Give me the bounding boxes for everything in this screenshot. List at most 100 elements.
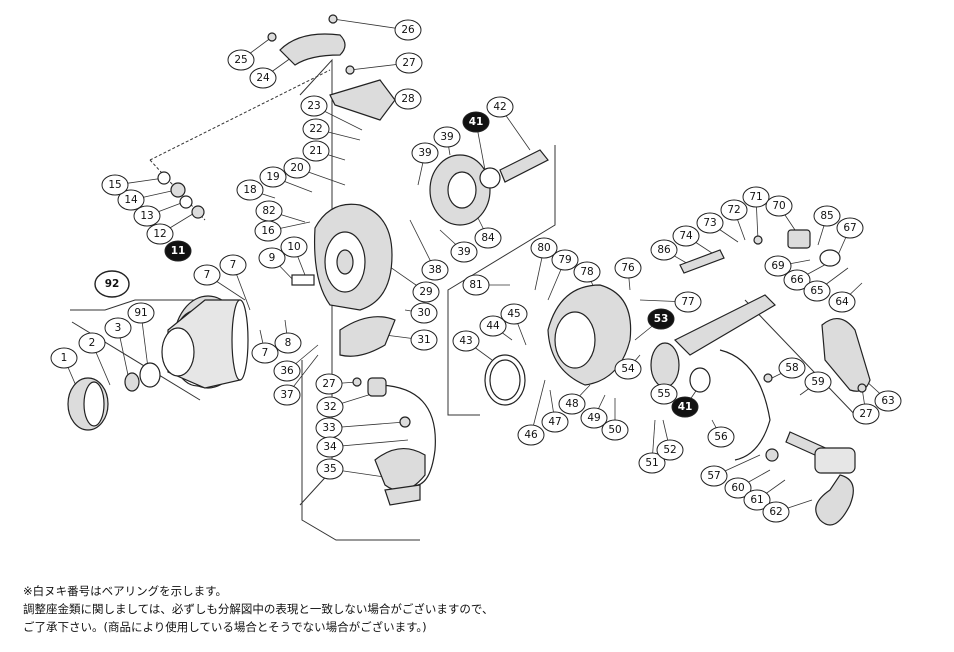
part-callout[interactable]: 67 — [836, 217, 864, 239]
callout-oval — [656, 439, 684, 461]
part-callout[interactable]: 60 — [724, 477, 752, 499]
part-callout[interactable]: 79 — [551, 249, 579, 271]
part-callout[interactable]: 30 — [410, 302, 438, 324]
part-callout[interactable]: 36 — [273, 360, 301, 382]
part-callout[interactable]: 38 — [421, 259, 449, 281]
part-callout[interactable]: 39 — [450, 241, 478, 263]
part-callout[interactable]: 74 — [672, 225, 700, 247]
part-callout[interactable]: 27 — [852, 403, 880, 425]
callout-oval — [828, 291, 856, 313]
callout-oval — [316, 436, 344, 458]
part-callout[interactable]: 31 — [410, 329, 438, 351]
part-callout[interactable]: 12 — [146, 223, 174, 245]
part-callout[interactable]: 57 — [700, 465, 728, 487]
part-callout[interactable]: 84 — [474, 227, 502, 249]
part-callout[interactable]: 13 — [133, 205, 161, 227]
part-callout[interactable]: 18 — [236, 179, 264, 201]
part-callout[interactable]: 26 — [394, 19, 422, 41]
callout-oval — [650, 383, 678, 405]
part-callout[interactable]: 81 — [462, 274, 490, 296]
part-callout[interactable]: 7 — [251, 342, 279, 364]
part-callout[interactable]: 41 — [462, 111, 490, 133]
part-callout[interactable]: 43 — [452, 330, 480, 352]
part-callout[interactable]: 23 — [300, 95, 328, 117]
part-callout[interactable]: 22 — [302, 118, 330, 140]
part-callout[interactable]: 91 — [127, 302, 155, 324]
part-callout[interactable]: 24 — [249, 67, 277, 89]
part-callout[interactable]: 16 — [254, 220, 282, 242]
part-callout[interactable]: 39 — [433, 126, 461, 148]
part-callout[interactable]: 92 — [94, 270, 130, 298]
part-callout[interactable]: 71 — [742, 186, 770, 208]
part-callout[interactable]: 64 — [828, 291, 856, 313]
part-callout[interactable]: 15 — [101, 174, 129, 196]
part-callout[interactable]: 20 — [283, 157, 311, 179]
part-callout[interactable]: 52 — [656, 439, 684, 461]
part-callout[interactable]: 85 — [813, 205, 841, 227]
part-callout[interactable]: 63 — [874, 390, 902, 412]
part-callout[interactable]: 37 — [273, 384, 301, 406]
part-callout[interactable]: 3 — [104, 317, 132, 339]
part-callout[interactable]: 7 — [193, 264, 221, 286]
part-callout[interactable]: 61 — [743, 489, 771, 511]
part-callout[interactable]: 59 — [804, 371, 832, 393]
part-callout[interactable]: 62 — [762, 501, 790, 523]
part-callout[interactable]: 2 — [78, 332, 106, 354]
part-callout[interactable]: 49 — [580, 407, 608, 429]
part-callout[interactable]: 27 — [395, 52, 423, 74]
part-callout[interactable]: 42 — [486, 96, 514, 118]
part-callout[interactable]: 9 — [258, 247, 286, 269]
part-callout[interactable]: 78 — [573, 261, 601, 283]
callout-number: 63 — [881, 395, 894, 407]
part-callout[interactable]: 66 — [783, 269, 811, 291]
callout-number: 27 — [322, 378, 335, 390]
part-callout[interactable]: 44 — [479, 315, 507, 337]
part-callout[interactable]: 54 — [614, 358, 642, 380]
part-callout[interactable]: 56 — [707, 426, 735, 448]
part-callout[interactable]: 77 — [674, 291, 702, 313]
part-callout[interactable]: 50 — [601, 419, 629, 441]
part-callout[interactable]: 41 — [671, 396, 699, 418]
part-callout[interactable]: 34 — [316, 436, 344, 458]
part-callout[interactable]: 14 — [117, 189, 145, 211]
part-callout[interactable]: 39 — [411, 142, 439, 164]
callout-oval — [412, 281, 440, 303]
part-callout[interactable]: 32 — [316, 396, 344, 418]
part-callout[interactable]: 10 — [280, 236, 308, 258]
part-callout[interactable]: 11 — [164, 240, 192, 262]
part-callout[interactable]: 55 — [650, 383, 678, 405]
part-callout[interactable]: 47 — [541, 411, 569, 433]
callout-oval — [479, 315, 507, 337]
part-callout[interactable]: 25 — [227, 49, 255, 71]
part-callout[interactable]: 27 — [315, 373, 343, 395]
part-callout[interactable]: 45 — [500, 303, 528, 325]
part-callout[interactable]: 35 — [316, 458, 344, 480]
part-callout[interactable]: 53 — [647, 308, 675, 330]
part-callout[interactable]: 21 — [302, 140, 330, 162]
part-callout[interactable]: 65 — [803, 280, 831, 302]
part-callout[interactable]: 1 — [50, 347, 78, 369]
part-callout[interactable]: 72 — [720, 199, 748, 221]
part-callout[interactable]: 69 — [764, 255, 792, 277]
part-callout[interactable]: 73 — [696, 212, 724, 234]
part-callout[interactable]: 70 — [765, 195, 793, 217]
part-callout[interactable]: 82 — [255, 200, 283, 222]
part-callout[interactable]: 86 — [650, 239, 678, 261]
part-callout[interactable]: 7 — [219, 254, 247, 276]
part-callout[interactable]: 8 — [274, 332, 302, 354]
part-callout[interactable]: 33 — [315, 417, 343, 439]
part-callout[interactable]: 80 — [530, 237, 558, 259]
callout-oval — [450, 241, 478, 263]
part-callout[interactable]: 29 — [412, 281, 440, 303]
stopper — [787, 229, 841, 267]
part-callout[interactable]: 58 — [778, 357, 806, 379]
part-callout[interactable]: 19 — [259, 166, 287, 188]
part-callout[interactable]: 28 — [394, 88, 422, 110]
part-callout[interactable]: 46 — [517, 424, 545, 446]
part-callout[interactable]: 76 — [614, 257, 642, 279]
part-callout[interactable]: 51 — [638, 452, 666, 474]
callout-number: 20 — [290, 162, 303, 174]
callout-number: 16 — [261, 225, 275, 237]
part-callout[interactable]: 48 — [558, 393, 586, 415]
